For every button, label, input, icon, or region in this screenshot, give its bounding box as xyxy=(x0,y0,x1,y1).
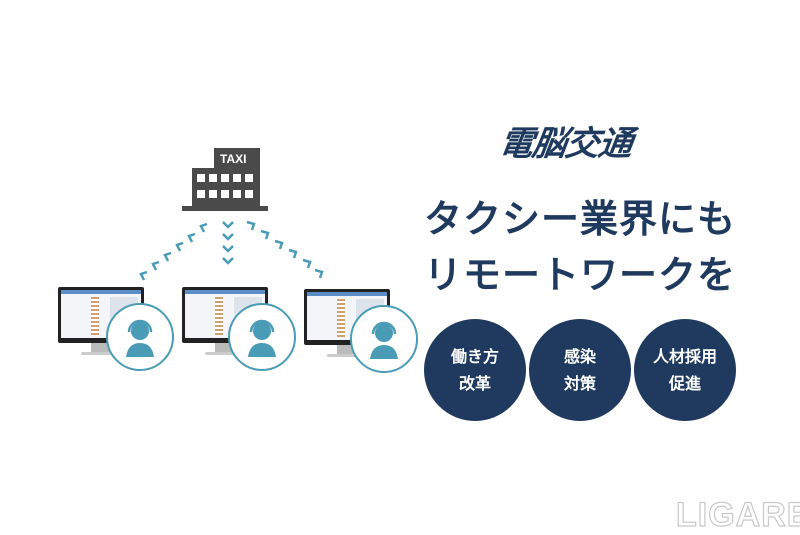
badge-infection-control: 感染 対策 xyxy=(529,319,631,421)
taxi-building-icon: TAXI xyxy=(182,148,268,212)
operator-headset-icon xyxy=(106,303,174,371)
taxi-sign: TAXI xyxy=(220,152,247,166)
badge-work-style-reform: 働き方 改革 xyxy=(424,319,526,421)
badge-recruitment: 人材採用 促進 xyxy=(634,319,736,421)
operator-headset-icon xyxy=(350,305,418,373)
headline-line-1: タクシー業界にも xyxy=(423,197,736,241)
ligare-watermark: LIGARE xyxy=(675,495,800,534)
operator-headset-icon xyxy=(228,303,296,371)
badge-line: 促進 xyxy=(668,374,701,393)
headline-line-2: リモートワークを xyxy=(423,253,736,297)
badge-line: 感染 xyxy=(563,347,596,366)
badge-line: 働き方 xyxy=(450,347,499,366)
badge-line: 対策 xyxy=(563,374,596,393)
company-logo: 電脳交通 xyxy=(496,124,635,164)
badge-line: 改革 xyxy=(458,374,491,393)
badge-line: 人材採用 xyxy=(652,347,717,366)
dispatch-arrows-icon xyxy=(139,220,324,281)
